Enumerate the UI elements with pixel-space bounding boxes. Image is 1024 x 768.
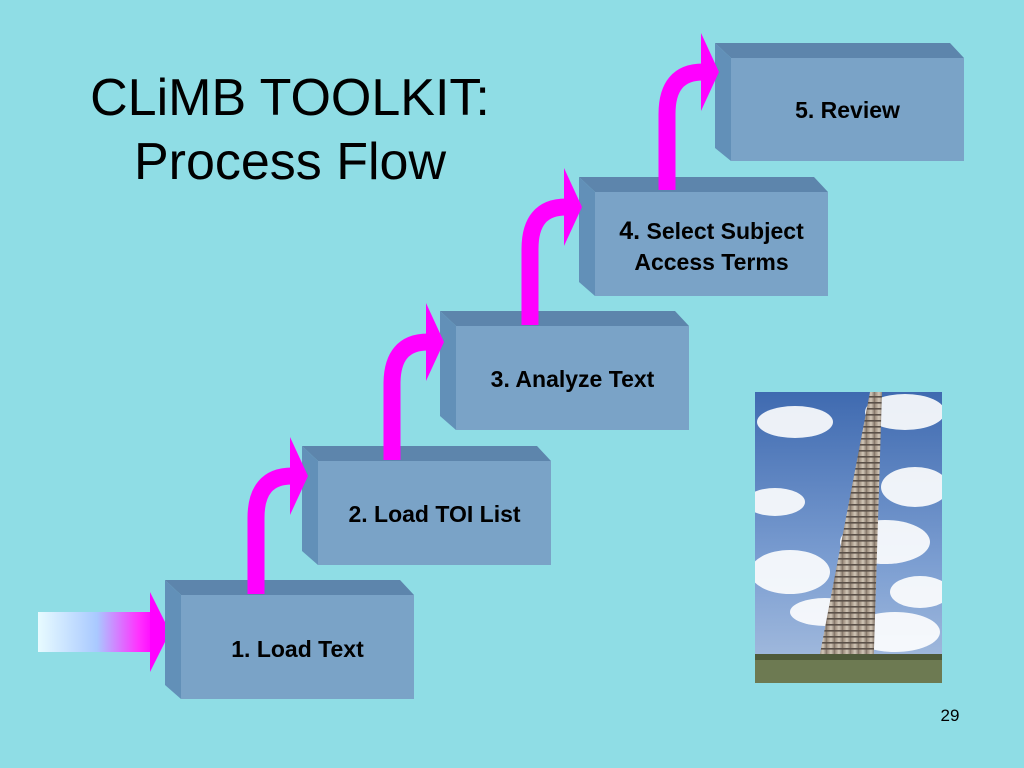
title-line-1: CLiMB TOOLKIT: (90, 69, 490, 127)
step-3-number: 3. (490, 366, 510, 392)
step-4-text-line-1: Select Subject (646, 218, 804, 244)
step-5-label: 5. Review (731, 95, 964, 126)
step-2-box[interactable] (302, 446, 551, 565)
step-2-text: Load TOI List (374, 501, 521, 527)
step-3-label: 3. Analyze Text (456, 364, 689, 395)
step-1-text: Load Text (256, 636, 364, 662)
arrow-step-4-to-5 (658, 33, 719, 190)
title-line-2: Process Flow (133, 133, 447, 191)
step-1-number: 1. (231, 636, 251, 662)
step-5-text: Review (820, 97, 900, 123)
step-3-text: Analyze Text (515, 366, 655, 392)
step-3-box[interactable] (440, 311, 689, 430)
arrow-step-3-to-4 (521, 168, 582, 325)
step-1-box[interactable] (165, 580, 414, 699)
entry-arrow (38, 592, 170, 672)
step-2-label: 2. Load TOI List (318, 499, 551, 530)
stair-tower-photo (755, 392, 942, 683)
arrow-step-1-to-2 (247, 437, 308, 594)
step-4-text-line-2: Access Terms (634, 249, 789, 275)
step-2-number: 2. (348, 501, 368, 527)
slide-title: CLiMB TOOLKIT: Process Flow (0, 66, 580, 194)
step-4-label: 4. Select Subject Access Terms (595, 216, 828, 278)
step-5-box[interactable] (715, 43, 964, 161)
page-number: 29 (940, 706, 960, 725)
step-4-box[interactable] (579, 177, 828, 296)
step-4-number: 4. (619, 217, 641, 245)
step-1-label: 1. Load Text (181, 634, 414, 665)
step-5-number: 5. (795, 97, 815, 123)
arrow-step-2-to-3 (383, 303, 444, 460)
